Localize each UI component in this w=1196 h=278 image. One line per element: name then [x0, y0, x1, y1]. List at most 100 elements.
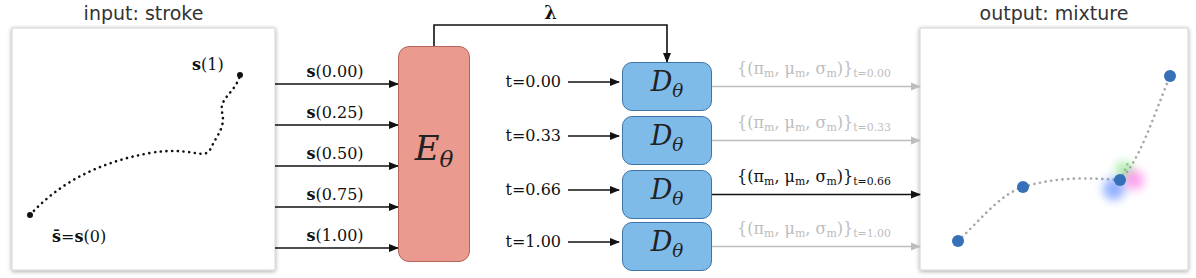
glyph: r	[1109, 2, 1116, 24]
glyph	[810, 167, 815, 186]
mixture-trail	[958, 76, 1170, 241]
glyph: σ	[815, 167, 826, 186]
glyph: t	[1003, 2, 1010, 24]
connector-arrow	[275, 83, 398, 85]
glyph: t	[506, 72, 512, 91]
output-panel-ground	[920, 28, 1188, 270]
glyph: )	[837, 219, 843, 238]
glyph	[810, 219, 815, 238]
glyph	[779, 167, 784, 186]
glyph: θ	[672, 80, 683, 101]
glyph: i	[84, 2, 89, 24]
glyph: 0	[322, 103, 332, 122]
mixture-dot	[952, 235, 964, 247]
glyph: 3	[884, 122, 891, 135]
glyph: m	[764, 228, 774, 241]
glyph	[779, 219, 784, 238]
glyph: s̄	[52, 227, 61, 246]
glyph: ,	[774, 167, 779, 186]
glyph: t	[853, 122, 857, 135]
glyph: m	[826, 68, 836, 81]
glyph: π	[754, 59, 765, 78]
glyph: o	[170, 2, 182, 24]
time-label: t=0.00	[506, 73, 562, 91]
glyph: t	[853, 176, 857, 189]
connector-arrow	[275, 247, 398, 249]
glyph: D	[651, 226, 673, 257]
mixture-dot	[1114, 174, 1126, 186]
glyph: m	[826, 176, 836, 189]
glyph: t	[125, 2, 132, 24]
edge-label: {(πm, μm, σm)}t=1.00	[735, 220, 893, 243]
glyph: 0	[525, 126, 535, 145]
glyph	[139, 2, 145, 24]
glyph: 0	[551, 232, 561, 251]
glyph: .	[332, 226, 337, 245]
glyph: 0	[347, 144, 357, 163]
time-label: t=1.00	[506, 233, 562, 251]
glyph: .	[332, 103, 337, 122]
glyph: m	[764, 122, 774, 135]
glyph: ,	[805, 113, 810, 132]
glyph: θ	[672, 188, 683, 209]
glyph: .	[874, 122, 877, 135]
glyph: 0	[867, 176, 874, 189]
glyph: (	[747, 167, 753, 186]
glyph: s	[306, 144, 315, 163]
stroke-point-label: s(1)	[192, 56, 224, 74]
glyph: 5	[347, 185, 357, 204]
glyph: t	[1035, 2, 1042, 24]
glyph: 1	[207, 55, 217, 74]
glyph: =	[858, 122, 867, 135]
glyph: 0	[337, 226, 347, 245]
glyph: 0	[347, 226, 357, 245]
glyph: t	[506, 180, 512, 199]
glyph: 0	[525, 180, 535, 199]
edge-label: s(0.25)	[304, 104, 365, 122]
glyph: {	[737, 167, 747, 186]
glyph: 3	[551, 126, 561, 145]
decoder-box: Dθ	[622, 222, 712, 271]
glyph: m	[795, 122, 805, 135]
glyph: :	[1042, 2, 1048, 24]
glyph: )	[837, 59, 843, 78]
glyph: .	[536, 126, 541, 145]
glyph: =	[512, 180, 525, 199]
connector-arrow	[275, 124, 398, 126]
edge-label: s(0.00)	[304, 63, 365, 81]
stroke-dots	[30, 75, 240, 215]
glyph: 0	[877, 228, 884, 241]
glyph: D	[651, 66, 673, 97]
glyph: s	[306, 103, 315, 122]
glyph: e	[1117, 2, 1129, 24]
glyph: 0	[551, 72, 561, 91]
edge-label: {(πm, μm, σm)}t=0.33	[735, 114, 893, 137]
glyph: 0	[90, 227, 100, 246]
glyph: m	[764, 176, 774, 189]
glyph: 6	[884, 176, 891, 189]
glyph: σ	[815, 59, 826, 78]
edge-label: s(1.00)	[304, 227, 365, 245]
glyph: =	[512, 126, 525, 145]
edge-label: λ	[542, 4, 559, 22]
panel-heading: input: stroke	[12, 1, 275, 25]
glyph: }	[843, 167, 853, 186]
glyph: m	[795, 68, 805, 81]
glyph: m	[795, 228, 805, 241]
glyph: π	[754, 167, 765, 186]
mixture-blob	[1124, 170, 1144, 190]
glyph: 2	[337, 103, 347, 122]
glyph: u	[113, 2, 125, 24]
glyph: u	[1097, 2, 1109, 24]
glyph: p	[101, 2, 113, 24]
glyph: )	[357, 144, 363, 163]
stroke-start-dot	[27, 212, 33, 218]
glyph: ,	[805, 59, 810, 78]
glyph: 0	[322, 144, 332, 163]
glyph: )	[100, 227, 106, 246]
glyph	[1049, 2, 1055, 24]
glyph: E	[415, 128, 440, 168]
glyph: 7	[337, 185, 347, 204]
glyph: .	[536, 72, 541, 91]
